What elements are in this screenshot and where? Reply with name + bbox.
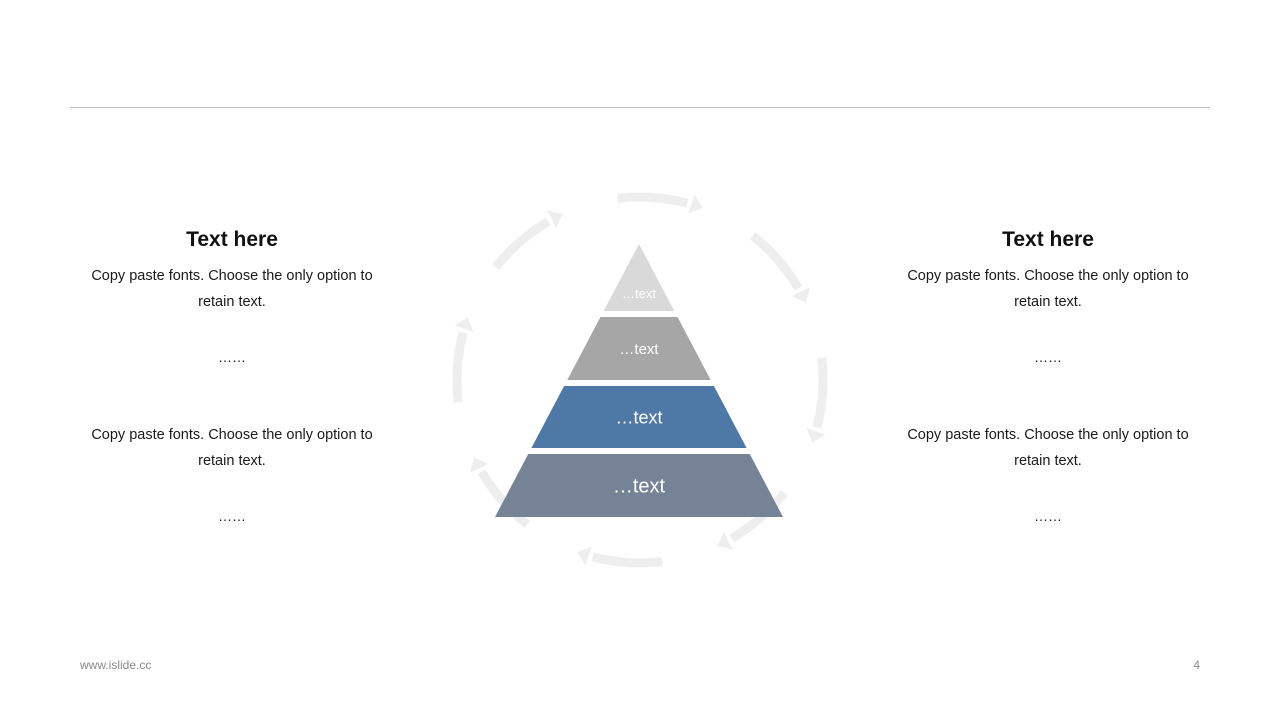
cycle-arrow	[470, 457, 531, 528]
pyramid-level-2	[567, 317, 711, 380]
pyramid-level-4-label: …text	[613, 476, 666, 498]
right-block-1: Copy paste fonts. Choose the only option…	[898, 263, 1198, 367]
right-block-2-ellipsis: ……	[1034, 508, 1062, 524]
right-text-column: Text here Copy paste fonts. Choose the o…	[898, 224, 1198, 524]
left-block-1-text: Copy paste fonts. Choose the only option…	[91, 268, 373, 310]
page-number: 4	[1193, 658, 1200, 672]
cycle-arrow	[452, 317, 474, 403]
cycle-arrow	[492, 210, 563, 271]
left-block-2: Copy paste fonts. Choose the only option…	[82, 422, 382, 526]
pyramid-level-2-label: …text	[619, 341, 659, 358]
pyramid-level-3-label: …text	[615, 407, 662, 427]
pyramid-level-4	[495, 454, 783, 517]
cycle-arrow	[749, 232, 810, 303]
left-block-1: Copy paste fonts. Choose the only option…	[82, 263, 382, 367]
pyramid-cycle-diagram: …text …text …text …text	[452, 192, 828, 568]
cycle-arrow	[806, 357, 828, 443]
pyramid-level-3	[531, 386, 747, 448]
left-block-2-text: Copy paste fonts. Choose the only option…	[91, 427, 373, 469]
footer-url: www.islide.cc	[80, 658, 152, 672]
left-title: Text here	[186, 228, 278, 251]
cycle-arrow	[617, 192, 703, 214]
pyramid-level-1-label: …text	[622, 286, 656, 301]
right-block-2: Copy paste fonts. Choose the only option…	[898, 422, 1198, 526]
right-block-2-text: Copy paste fonts. Choose the only option…	[907, 427, 1189, 469]
right-block-1-text: Copy paste fonts. Choose the only option…	[907, 268, 1189, 310]
right-block-1-ellipsis: ……	[1034, 349, 1062, 365]
left-block-1-ellipsis: ……	[218, 349, 246, 365]
header-divider	[70, 107, 1210, 108]
cycle-arrows	[452, 192, 828, 568]
left-text-column: Text here Copy paste fonts. Choose the o…	[82, 224, 382, 524]
pyramid: …text …text …text …text	[495, 244, 783, 517]
pyramid-level-1	[603, 244, 675, 311]
cycle-arrow	[717, 489, 788, 550]
left-block-2-ellipsis: ……	[218, 508, 246, 524]
cycle-arrow	[577, 546, 663, 568]
right-title: Text here	[1002, 228, 1094, 251]
